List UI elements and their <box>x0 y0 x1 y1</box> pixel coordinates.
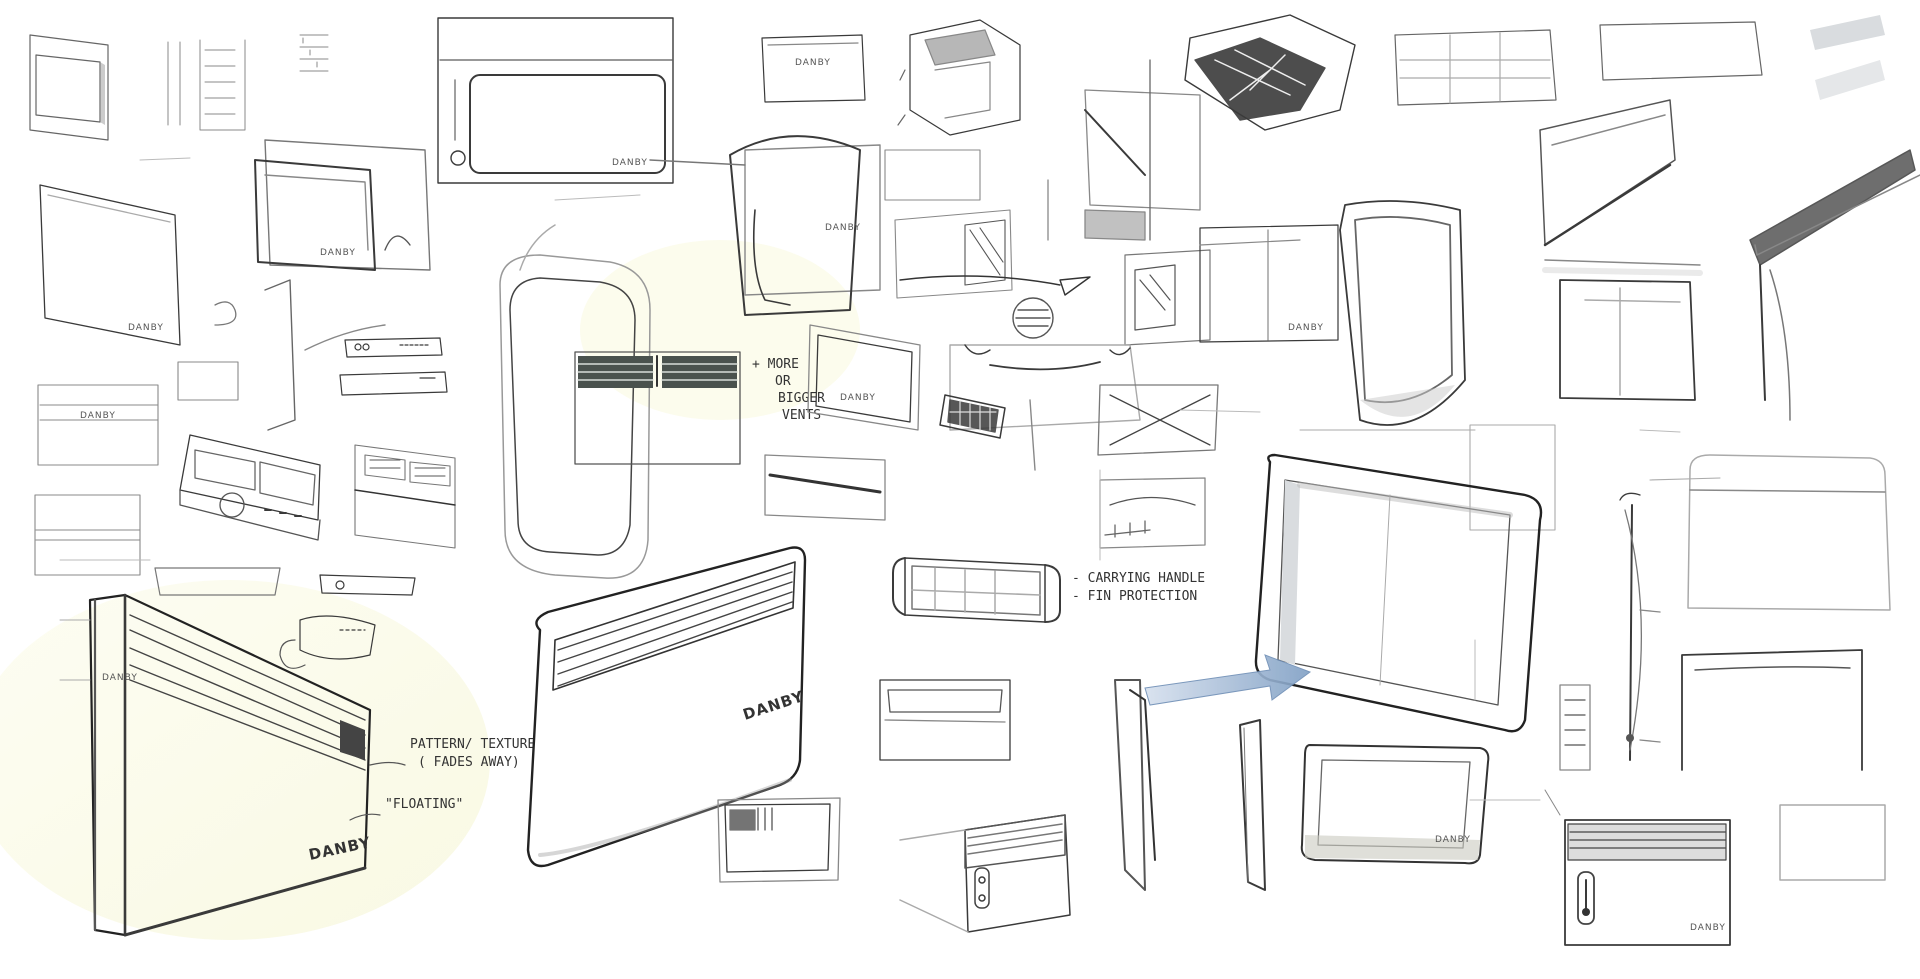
sketch-small-panel-top-left <box>29 34 109 141</box>
brand-label: DANBY <box>1435 835 1471 845</box>
sketch-grille-perspective <box>1184 14 1356 131</box>
sketch-compact-heater-bottom-right: DANBY <box>1544 789 1731 946</box>
brand-label: DANBY <box>795 58 831 68</box>
sketch-handle-panel: DANBY <box>649 135 881 316</box>
sketch-control-strips <box>339 337 448 396</box>
sketch-heater-perspective-top <box>897 19 1021 136</box>
annotation-carrying-handle: - CARRYING HANDLE <box>1072 571 1205 586</box>
annotation-line-vents: VENTS <box>782 408 821 423</box>
sketch-side-profiles-bottom <box>1114 679 1266 891</box>
blue-arrow-annotation <box>1144 654 1312 706</box>
sketch-panel-left-large: DANBY <box>39 184 237 346</box>
sketch-rounded-panel-right <box>1254 453 1543 733</box>
sketch-angled-frame-x <box>1097 384 1219 549</box>
sketch-control-panel-perspective <box>179 434 321 541</box>
sketch-tall-side-profile <box>1559 492 1661 771</box>
sketch-panel-mid-angled: DANBY <box>764 324 921 521</box>
sketch-carrying-handle <box>892 557 1061 623</box>
sketch-box-heater-top: DANBY <box>761 34 866 103</box>
sketch-heater-angled-box: DANBY <box>254 139 431 431</box>
sketch-small-ui-bits <box>154 567 416 669</box>
sketch-frame-right-top <box>1539 99 1703 401</box>
sketch-tray-panel-bottom: DANBY <box>1300 744 1490 865</box>
sketch-guide-lines <box>59 157 1681 801</box>
annotation-fin-protection: - FIN PROTECTION <box>1072 589 1197 604</box>
brand-label: DANBY <box>80 411 116 421</box>
annotation-line-or: OR <box>775 374 791 389</box>
annotation-handle-notes: - CARRYING HANDLE - FIN PROTECTION <box>1072 571 1205 604</box>
brand-label: DANBY <box>1690 923 1726 933</box>
brand-label: DANBY <box>128 323 164 333</box>
sketch-open-panel-boxes: DANBY <box>1124 224 1339 346</box>
annotation-pattern-floating: PATTERN/ TEXTURE ( FADES AWAY) "FLOATING… <box>385 737 535 812</box>
sketch-flat-panels-top-right <box>1394 15 1885 106</box>
sketch-archway-right <box>1681 454 1891 881</box>
sketch-tall-heater-oval <box>1339 200 1466 426</box>
sketch-cube-boxes <box>884 149 1091 299</box>
annotation-floating: "FLOATING" <box>385 797 463 812</box>
sketch-vent-grille-dark <box>574 351 741 465</box>
sketch-thin-panels-left: DANBY <box>34 361 239 576</box>
sketch-control-heater-bottom <box>899 814 1071 933</box>
brand-label: DANBY <box>612 158 648 168</box>
brand-label: DANBY <box>320 248 356 258</box>
sketch-wall-panels-bottom-mid <box>717 679 1011 883</box>
sketch-thin-lines-right <box>1299 424 1721 531</box>
annotation-pattern-texture: PATTERN/ TEXTURE <box>410 737 535 752</box>
sketch-vent-box-mid-left <box>354 444 456 549</box>
sketch-tall-frame-mid <box>1047 59 1201 241</box>
brand-label: DANBY <box>825 223 861 233</box>
sketch-shelf-far-right <box>1749 149 1920 421</box>
brand-label: DANBY <box>102 673 138 683</box>
annotation-fades-away: ( FADES AWAY) <box>418 755 520 770</box>
sketch-oval-frame-center-left <box>499 224 651 579</box>
sketch-framed-panel-top: DANBY <box>437 17 674 184</box>
brand-label: DANBY <box>1288 323 1324 333</box>
annotation-line-bigger: BIGGER <box>778 391 825 406</box>
brand-label: DANBY <box>840 393 876 403</box>
sketch-vent-profiles <box>167 34 329 131</box>
annotation-line-more: + MORE <box>752 357 799 372</box>
brand-logo-center: DANBY <box>741 687 807 724</box>
sketch-grille-insert <box>939 394 1006 439</box>
annotation-more-vents: + MORE OR BIGGER VENTS <box>752 357 825 423</box>
